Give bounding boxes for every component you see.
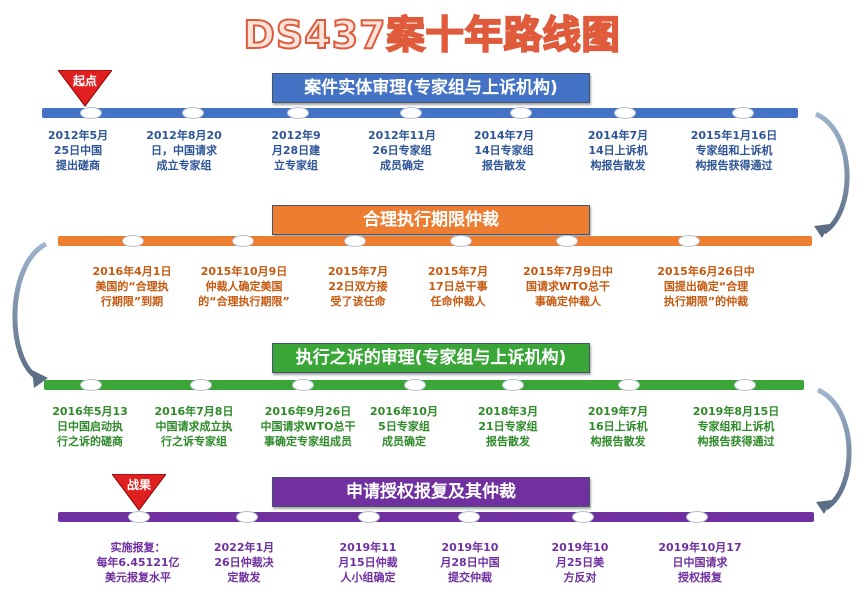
event-label: 2016年9月26日 中国请求WTO总干 事确定专家组成员 [260, 405, 356, 448]
timeline-node [614, 107, 636, 119]
event-label: 2012年11月 26日专家组 成员确定 [368, 129, 436, 172]
event-label: 2012年9 月28日建 立专家组 [271, 129, 321, 172]
timeline-node [292, 379, 314, 391]
event-label: 2018年3月 21日专家组 报告散发 [477, 405, 539, 448]
timeline-node [190, 379, 212, 391]
timeline-node [287, 107, 309, 119]
timeline-node [122, 235, 144, 247]
result-triangle-icon [111, 473, 167, 511]
timeline-node [502, 379, 524, 391]
connector-right-1 [814, 111, 850, 238]
event-label: 2019年10月17 日中国请求 授权报复 [658, 541, 742, 584]
timeline-node [618, 379, 640, 391]
timeline-node [404, 379, 426, 391]
page-title: DS437案十年路线图 [242, 12, 621, 58]
timeline-node [358, 511, 380, 523]
timeline-node [734, 379, 756, 391]
timeline-node [450, 235, 472, 247]
phase-3-timeline [44, 379, 804, 391]
timeline-node [128, 511, 150, 523]
event-label: 2014年7月 14日上诉机 构报告散发 [587, 129, 649, 172]
event-label: 2015年7月 22日双方接 受了该任命 [327, 265, 389, 308]
event-label: 2015年10月9日 仲裁人确定美国 的“合理执行期限” [198, 265, 290, 308]
result-marker-label: 战果 [126, 478, 151, 492]
event-label: 2014年7月 14日专家组 报告散发 [473, 129, 535, 172]
timeline-node [232, 235, 254, 247]
timeline-node [80, 107, 102, 119]
result-marker: 战果 [111, 473, 167, 516]
phase-1-title: 案件实体审理(专家组与上诉机构) [272, 73, 590, 103]
event-label: 实施报复： 每年6.45121亿 美元报复水平 [96, 541, 180, 584]
timeline-node [400, 107, 422, 119]
event-label: 2015年7月 17日总干事 任命仲裁人 [427, 265, 489, 308]
event-label: 2019年7月 16日上诉机 构报告散发 [587, 405, 649, 448]
start-marker-label: 起点 [72, 74, 97, 88]
timeline-node [344, 235, 366, 247]
timeline-node [80, 379, 102, 391]
phase-4-title: 申请授权报复及其仲裁 [272, 477, 590, 507]
event-label: 2012年8月20 日，中国请求 成立专家组 [146, 129, 222, 172]
event-label: 2022年1月 26日仲裁决 定散发 [213, 541, 275, 584]
timeline-node [236, 511, 258, 523]
event-label: 2019年11 月15日仲裁 人小组确定 [338, 541, 398, 584]
timeline-node [732, 107, 754, 119]
event-label: 2015年1月16日 专家组和上诉机 构报告获得通过 [690, 129, 778, 172]
phase-4-timeline [58, 511, 814, 523]
phase-1-timeline [42, 107, 798, 119]
timeline-node [556, 235, 578, 247]
event-label: 2019年10 月25日美 方反对 [551, 541, 609, 584]
connector-right-2 [816, 387, 852, 514]
phase-2-timeline [58, 235, 812, 247]
event-label: 2019年8月15日 专家组和上诉机 构报告获得通过 [692, 405, 780, 448]
event-label: 2015年7月9日中 国请求WTO总干 事确定仲裁人 [523, 265, 613, 308]
start-marker: 起点 [57, 69, 113, 112]
phase-2-title: 合理执行期限仲裁 [272, 205, 590, 235]
timeline-node [510, 107, 532, 119]
event-label: 2012年5月 25日中国 提出磋商 [47, 129, 109, 172]
timeline-node [686, 511, 708, 523]
event-label: 2016年5月13 日中国启动执 行之诉的磋商 [52, 405, 128, 448]
timeline-node [678, 235, 700, 247]
timeline-node [182, 107, 204, 119]
event-label: 2016年7月8日 中国请求成立执 行之诉专家组 [154, 405, 234, 448]
timeline-node [458, 511, 480, 523]
event-label: 2015年6月26日中 国提出确定“合理 执行期限”的仲裁 [657, 265, 755, 308]
event-label: 2016年10月 5日专家组 成员确定 [370, 405, 438, 448]
event-label: 2016年4月1日 美国的“合理执 行期限”到期 [92, 265, 172, 308]
timeline-node [572, 511, 594, 523]
phase-3-title: 执行之诉的审理(专家组与上诉机构) [272, 343, 590, 373]
event-label: 2019年10 月28日中国 提交仲裁 [440, 541, 500, 584]
connector-left-1 [12, 241, 48, 388]
start-triangle-icon [57, 69, 113, 107]
